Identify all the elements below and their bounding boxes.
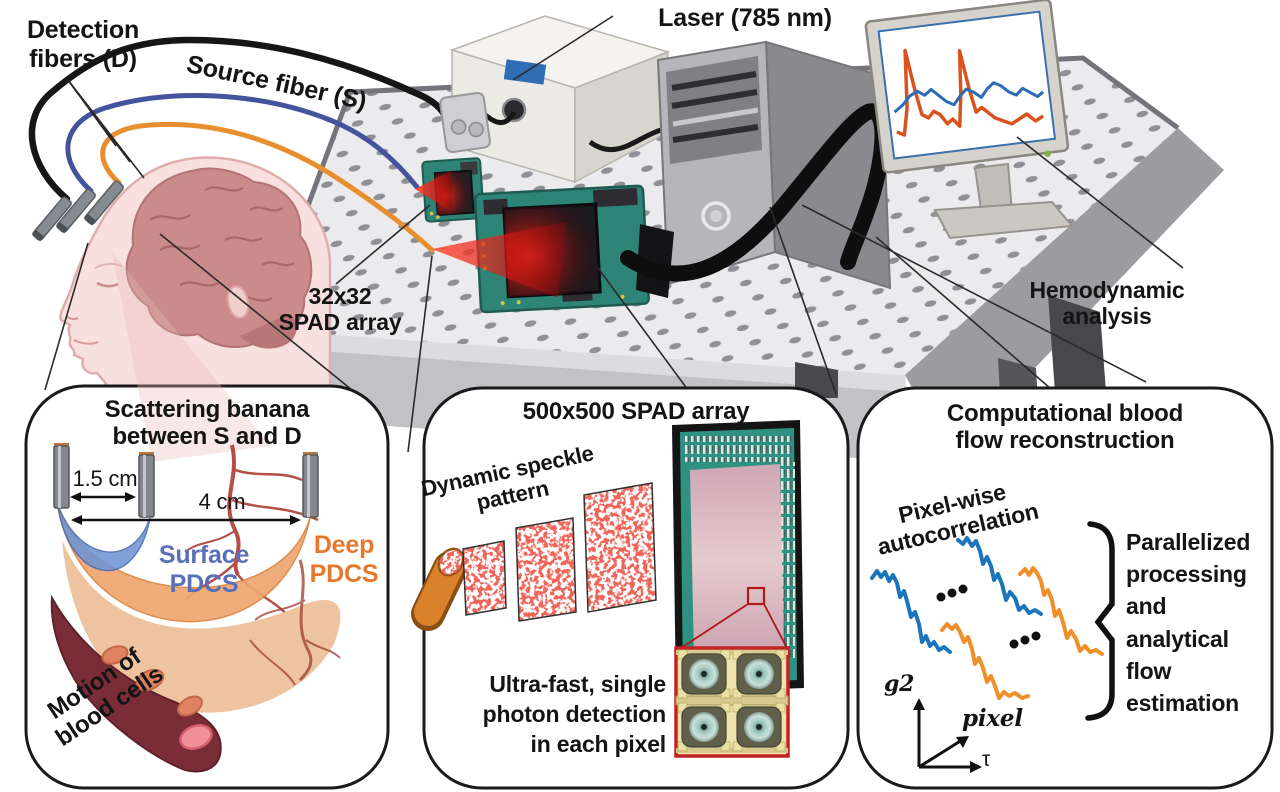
speckle-plane-1 <box>462 540 507 616</box>
autocorr-curve-orange-2 <box>940 622 1030 700</box>
laser-beam-small <box>415 170 452 212</box>
roi-square <box>746 586 766 606</box>
spad-pixel <box>732 702 786 752</box>
axis-g2-label: g2 <box>884 671 915 697</box>
grouping-brace <box>1085 521 1115 721</box>
brain-gyri <box>149 186 295 302</box>
distance-short-label: 1.5 cm <box>72 466 138 491</box>
spad500-box-title: 500x500 SPAD array <box>522 398 750 425</box>
red-blood-cell <box>135 668 165 692</box>
reconstruction-graphic <box>870 521 1115 773</box>
deep-pdcs-label: Deep PDCS <box>309 531 379 588</box>
axis-tau-label: τ <box>982 748 991 771</box>
banana-surface <box>57 504 151 572</box>
spad-pixel <box>677 702 731 752</box>
banana-deep <box>57 507 311 623</box>
laser-box <box>449 15 671 184</box>
spad-pixel <box>732 649 786 699</box>
hemodynamic-label: Hemodynamic analysis <box>1029 277 1185 330</box>
autocorr-curve-blue-2 <box>956 536 1043 616</box>
subject-head <box>59 156 332 394</box>
red-blood-cell <box>101 645 129 665</box>
camera-data-cable <box>620 103 891 282</box>
scattering-box-title: Scattering banana between S and D <box>104 396 310 451</box>
spad32-label: 32x32 SPAD array <box>278 283 402 336</box>
hemodynamic-chart <box>893 48 1045 137</box>
ellipsis-dots <box>936 584 1041 649</box>
pixel-inset <box>674 646 790 758</box>
power-button <box>701 201 731 231</box>
autocorr-curve-orange-1 <box>1018 566 1104 656</box>
probe-cylinders <box>53 443 319 518</box>
axes-triad <box>913 698 982 773</box>
monitor <box>864 0 1074 240</box>
spad500-graphic <box>411 420 804 758</box>
closed-eye <box>96 281 119 288</box>
lips <box>73 339 99 345</box>
fiber-coupler <box>439 91 491 154</box>
surface-pdcs-label: Surface PDCS <box>158 541 250 598</box>
dimension-arrow-short <box>70 492 136 502</box>
dimension-arrow-long <box>71 515 301 525</box>
spad-pixel <box>677 649 731 699</box>
red-blood-cell <box>177 695 203 717</box>
callout-box-reconstruction <box>856 386 1274 790</box>
laser-output-port <box>501 97 527 123</box>
single-photon-label: Ultra-fast, single photon detection in e… <box>482 671 667 757</box>
distance-long-label: 4 cm <box>198 489 246 514</box>
red-blood-cell <box>179 724 213 750</box>
speckle-plane-3 <box>583 482 657 613</box>
speckle-plane-2 <box>515 517 577 622</box>
scalp-probes <box>31 180 124 242</box>
power-led <box>1044 150 1051 157</box>
reconstruction-box-title: Computational blood flow reconstruction <box>946 400 1184 455</box>
detection-fiber-blue <box>65 93 420 194</box>
laser-beam-large <box>432 222 566 298</box>
parallelized-processing-label: Parallelized processing and analytical f… <box>1126 529 1251 716</box>
axis-pixel-label: pixel <box>962 705 1023 732</box>
laser-label: Laser (785 nm) <box>658 4 832 32</box>
chart-line-blue <box>893 81 1045 114</box>
tissue-block <box>62 540 341 713</box>
light-beam-pink <box>112 252 270 462</box>
leader-lines <box>44 15 1184 453</box>
scattering-banana-graphic <box>50 443 341 773</box>
sensor-die <box>690 464 784 658</box>
autocorr-curve-blue-1 <box>870 569 952 654</box>
source-fiber-black <box>28 36 453 203</box>
deep-vessel-branches <box>249 559 341 686</box>
detection-fiber-orange <box>100 121 435 253</box>
detection-fibers-label: Detection fibers (D) <box>26 16 140 73</box>
